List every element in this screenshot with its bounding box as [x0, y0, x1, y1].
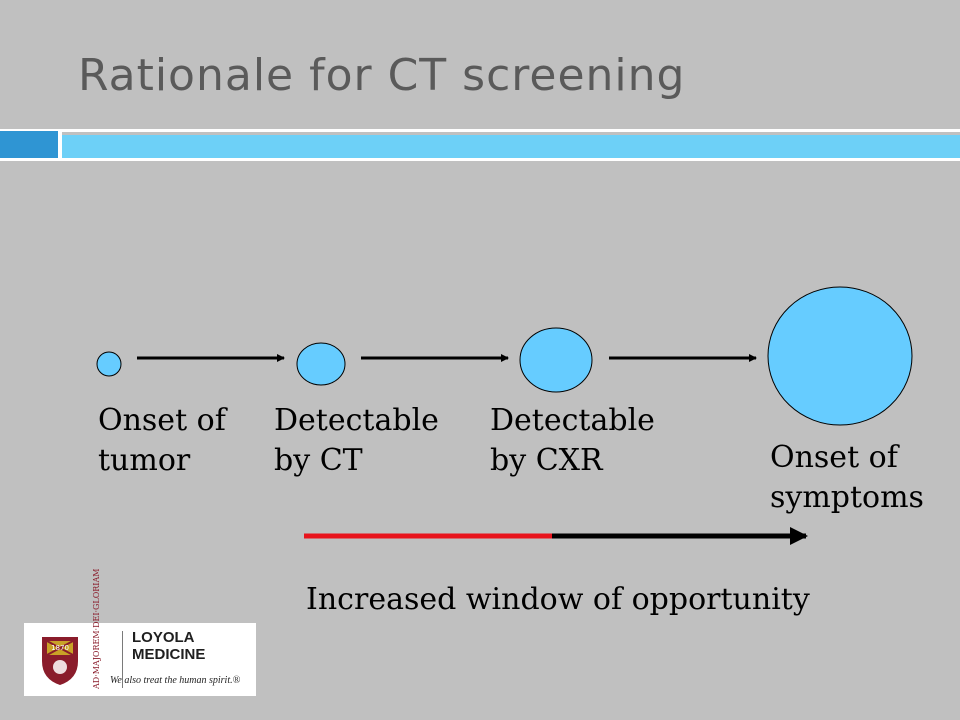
title-bar-top-rule	[0, 129, 960, 132]
stage-label-onset-of-tumor: Onset of tumor	[98, 403, 226, 478]
stage-label-detectable-by-ct: Detectable by CT	[274, 403, 439, 478]
loyola-medicine-logo: 1870 AD·MAJOREM·DEI·GLORIAM LOYOLA MEDIC…	[24, 569, 256, 696]
slide-title: Rationale for CT screening	[78, 50, 686, 101]
svg-text:1870: 1870	[51, 644, 69, 652]
tumor-circle-cxr	[519, 327, 593, 393]
title-bar-accent-light	[62, 135, 960, 158]
window-caption: Increased window of opportunity	[306, 582, 810, 617]
stage-label-detectable-by-cxr: Detectable by CXR	[490, 403, 655, 478]
tumor-circle-ct	[296, 342, 346, 386]
logo-divider	[122, 631, 123, 688]
title-bar-accent-dark	[0, 131, 58, 158]
logo-tagline: We also treat the human spirit.®	[110, 675, 241, 686]
tumor-circle-symptoms	[767, 286, 913, 426]
logo-name: LOYOLA MEDICINE	[132, 629, 206, 663]
title-bar-gap	[58, 129, 62, 161]
tumor-circle-onset	[96, 351, 122, 377]
loyola-seal-icon: 1870	[32, 631, 88, 688]
stage-label-onset-of-symptoms: Onset of symptoms	[770, 440, 924, 515]
title-bar-bottom-rule	[0, 158, 960, 161]
